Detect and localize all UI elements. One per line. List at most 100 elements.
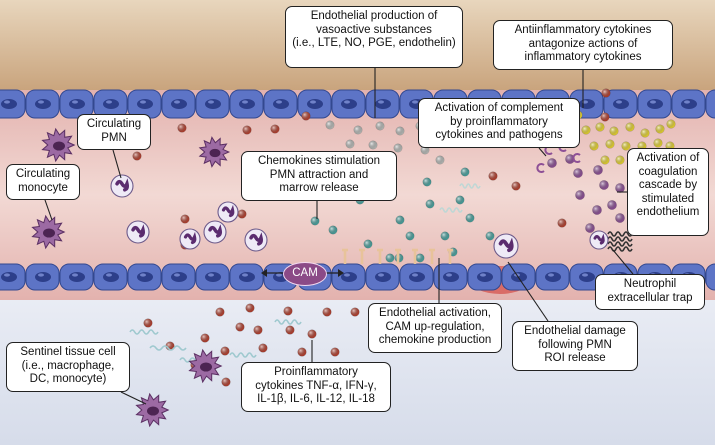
cytokine-dot-icon: [615, 213, 625, 223]
endothelial-cell-icon: [93, 89, 128, 119]
neutrophil-icon: [493, 233, 519, 259]
cytokine-dot-icon: [655, 124, 665, 134]
endothelial-cell-icon: [263, 89, 298, 119]
cytokine-dot-icon: [270, 124, 280, 134]
cytokine-dot-icon: [565, 154, 575, 164]
circulating-pmn-label: Circulating PMN: [77, 114, 151, 150]
cytokine-dot-icon: [353, 125, 363, 135]
connector-line: [507, 261, 549, 322]
endothelial-cell-icon: [331, 263, 366, 291]
cytokine-dot-icon: [666, 119, 676, 129]
coagulation-label: Activation of coagulation cascade by sti…: [627, 148, 709, 236]
cytokine-dot-icon: [285, 325, 295, 335]
cytokine-dot-icon: [143, 318, 153, 328]
endothelial-cell-icon: [331, 89, 366, 119]
sentinel-cell-label: Sentinel tissue cell (i.e., macrophage, …: [6, 342, 130, 392]
neutrophil-trap-icon: [607, 231, 633, 237]
cytokine-dot-icon: [536, 163, 545, 173]
neutrophil-trap-label: Neutrophil extracellular trap: [595, 274, 705, 310]
cytokine-dot-icon: [422, 177, 432, 187]
cytokine-dot-icon: [363, 239, 373, 249]
cytokine-dot-icon: [297, 347, 307, 357]
pathogen-icon: [459, 183, 481, 189]
cytokine-dot-icon: [237, 209, 247, 219]
cytokine-dot-icon: [625, 122, 635, 132]
monocyte-icon: [41, 127, 76, 163]
cytokine-dot-icon: [465, 213, 475, 223]
cytokine-dot-icon: [585, 223, 595, 233]
cytokine-dot-icon: [653, 138, 663, 148]
cytokine-dot-icon: [425, 199, 435, 209]
endothelial-cell-icon: [569, 263, 604, 291]
cytokine-dot-icon: [283, 306, 293, 316]
cytokine-dot-icon: [600, 155, 610, 165]
complement-label: Activation of complement by proinflammat…: [418, 98, 580, 148]
cytokine-dot-icon: [575, 190, 585, 200]
cam-receptor-icon: [342, 248, 348, 264]
cam-arrow: [261, 269, 344, 277]
endothelial-cell-icon: [161, 89, 196, 119]
proinflammatory-label: Proinflammatory cytokines TNF-α, IFN-γ, …: [241, 362, 391, 412]
neutrophil-icon: [217, 201, 239, 223]
cytokine-dot-icon: [607, 200, 617, 210]
cytokine-dot-icon: [511, 181, 521, 191]
cytokine-dot-icon: [325, 120, 335, 130]
cam-receptor-icon: [359, 248, 365, 264]
cytokine-dot-icon: [547, 158, 557, 168]
cytokine-dot-icon: [253, 325, 263, 335]
cytokine-dot-icon: [242, 125, 252, 135]
cytokine-dot-icon: [375, 121, 385, 131]
cytokine-dot-icon: [220, 346, 230, 356]
endothelial-cell-icon: [229, 89, 264, 119]
pathogen-icon: [274, 319, 302, 325]
antiinflammatory-label: Antiinflammatory cytokines antagonize ac…: [493, 20, 673, 70]
cytokine-dot-icon: [405, 231, 415, 241]
endothelial-cell-icon: [93, 263, 128, 291]
cytokine-dot-icon: [600, 112, 610, 122]
cytokine-dot-icon: [395, 126, 405, 136]
cytokine-dot-icon: [385, 253, 395, 263]
cytokine-dot-icon: [485, 231, 495, 241]
cam-receptor-icon: [395, 248, 401, 264]
cytokine-dot-icon: [200, 333, 210, 343]
cytokine-dot-icon: [132, 151, 142, 161]
cytokine-dot-icon: [455, 195, 465, 205]
pathogen-icon: [229, 352, 257, 358]
endothelial-cell-icon: [161, 263, 196, 291]
cam-badge: CAM: [283, 262, 327, 286]
cytokine-dot-icon: [615, 183, 625, 193]
cytokine-dot-icon: [435, 155, 445, 165]
cytokine-dot-icon: [345, 139, 355, 149]
endothelial-cell-icon: [603, 89, 638, 119]
connector-line: [538, 147, 547, 157]
cytokine-dot-icon: [393, 143, 403, 153]
cytokine-dot-icon: [460, 167, 470, 177]
endothelial-cell-icon: [705, 89, 715, 119]
endothelial-cell-icon: [297, 89, 332, 119]
cytokine-dot-icon: [368, 140, 378, 150]
endothelial-cell-icon: [229, 263, 264, 291]
cytokine-dot-icon: [322, 307, 332, 317]
connector-line: [612, 249, 634, 275]
cam-receptor-icon: [429, 248, 435, 264]
cytokine-dot-icon: [601, 88, 611, 98]
neutrophil-icon: [126, 220, 150, 244]
monocyte-icon: [31, 214, 66, 250]
endothelial-production-label: Endothelial production of vasoactive sub…: [285, 6, 463, 68]
cytokine-dot-icon: [258, 343, 268, 353]
endothelial-cell-icon: [127, 89, 162, 119]
endothelial-cell-icon: [399, 263, 434, 291]
cytokine-dot-icon: [307, 329, 317, 339]
endothelial-activation-label: Endothelial activation, CAM up-regulatio…: [368, 303, 502, 353]
endothelial-cell-icon: [127, 263, 162, 291]
neutrophil-icon: [179, 228, 201, 250]
cytokine-dot-icon: [180, 214, 190, 224]
endothelial-cell-icon: [25, 89, 60, 119]
cytokine-dot-icon: [593, 165, 603, 175]
cytokine-dot-icon: [640, 128, 650, 138]
cytokine-dot-icon: [310, 216, 320, 226]
endothelial-cell-icon: [535, 263, 570, 291]
neutrophil-icon: [203, 220, 227, 244]
macrophage-icon: [135, 392, 170, 428]
